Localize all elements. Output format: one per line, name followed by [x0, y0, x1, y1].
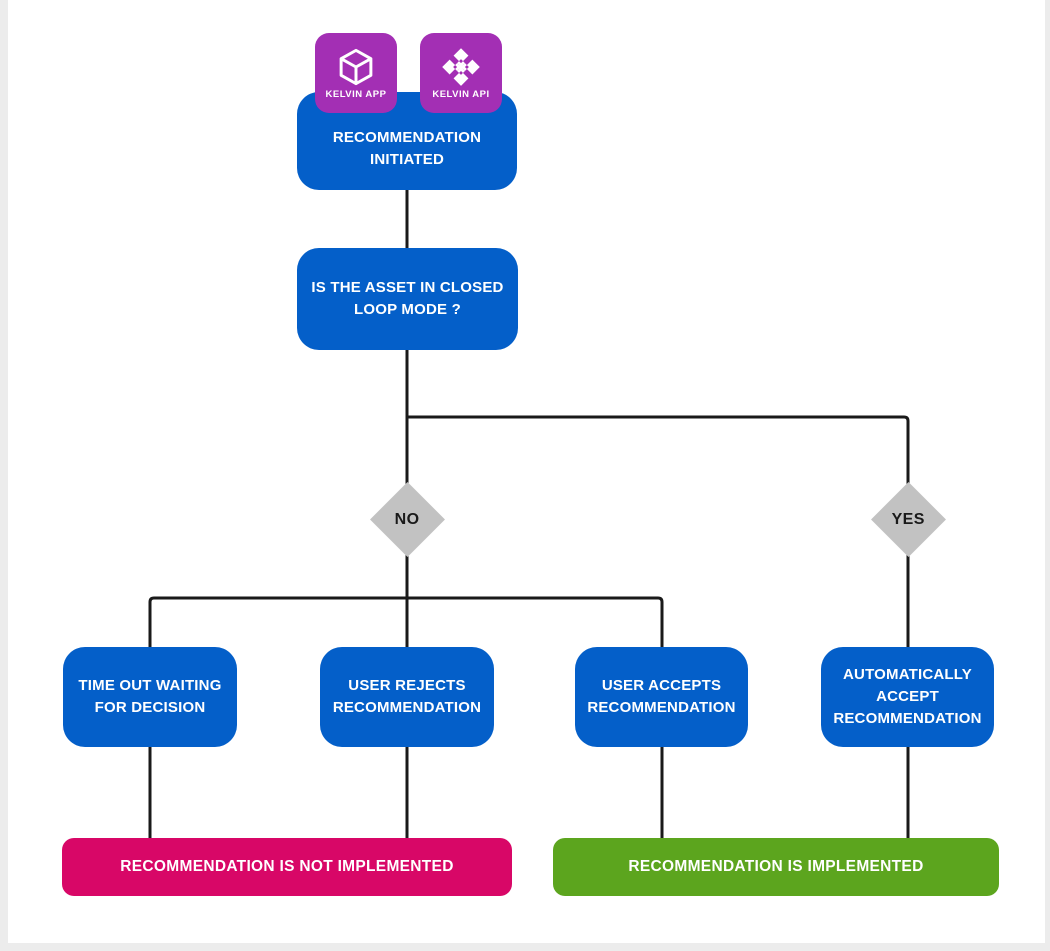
edge-no-fanout-bracket	[148, 596, 664, 648]
cube-icon	[339, 48, 373, 86]
api-arrows-icon	[442, 48, 480, 86]
node-user-accepts-label: USER ACCEPTS RECOMMENDATION	[587, 677, 736, 716]
result-not-implemented-label: RECOMMENDATION IS NOT IMPLEMENTED	[120, 858, 454, 875]
node-user-rejects: USER REJECTS RECOMMENDATION	[320, 647, 494, 747]
kelvin-app-label: KELVIN APP	[325, 89, 387, 100]
node-user-rejects-label: USER REJECTS RECOMMENDATION	[332, 677, 482, 716]
result-implemented-label: RECOMMENDATION IS IMPLEMENTED	[628, 858, 924, 875]
node-automatically-accept: AUTOMATICALLY ACCEPT RECOMMENDATION	[821, 647, 994, 747]
result-not-implemented: RECOMMENDATION IS NOT IMPLEMENTED	[62, 838, 512, 896]
node-closed-loop-question: IS THE ASSET IN CLOSED LOOP MODE ?	[297, 248, 518, 350]
node-closed-loop-question-label: IS THE ASSET IN CLOSED LOOP MODE ?	[311, 279, 504, 318]
kelvin-api-label: KELVIN API	[432, 89, 490, 100]
decision-yes-label: YES	[891, 510, 926, 528]
kelvin-api-badge: KELVIN API	[420, 33, 502, 113]
node-time-out-waiting-label: TIME OUT WAITING FOR DECISION	[78, 677, 222, 716]
kelvin-app-badge: KELVIN APP	[315, 33, 397, 113]
decision-no-label: NO	[395, 510, 420, 528]
node-automatically-accept-label: AUTOMATICALLY ACCEPT RECOMMENDATION	[833, 666, 982, 727]
node-user-accepts: USER ACCEPTS RECOMMENDATION	[575, 647, 748, 747]
node-recommendation-initiated-label: RECOMMENDATION INITIATED	[332, 129, 482, 168]
node-time-out-waiting: TIME OUT WAITING FOR DECISION	[63, 647, 237, 747]
diagram-sheet	[8, 0, 1045, 943]
edge-question-to-yes-branch	[407, 415, 910, 648]
result-implemented: RECOMMENDATION IS IMPLEMENTED	[553, 838, 999, 896]
